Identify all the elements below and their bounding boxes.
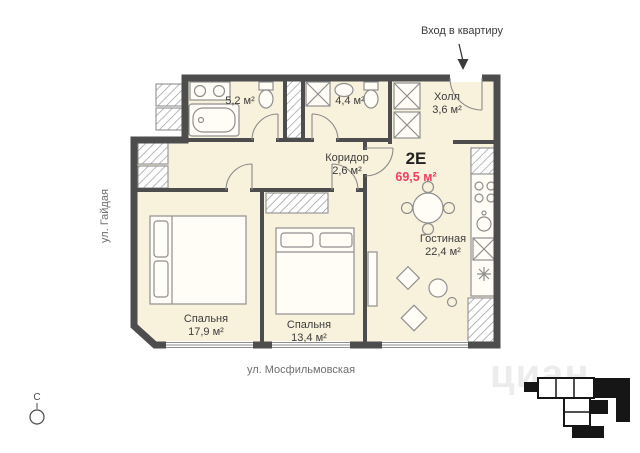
- entrance-opening: [450, 74, 482, 82]
- street-label-bottom: ул. Мосфильмовская: [247, 364, 355, 376]
- fridge-icon: [470, 147, 498, 175]
- bed-icon-bedroom-1: [149, 215, 247, 305]
- bathtub-icon: [188, 103, 240, 137]
- bathroom-large-area-label: 5,2 м²: [225, 95, 255, 107]
- lounge-armchairs-icon: [395, 265, 458, 332]
- compass-icon: С: [29, 392, 45, 425]
- building-site-icon: [524, 377, 630, 438]
- exterior-walls: [130, 74, 501, 349]
- kitchen-sink-icon: [476, 210, 492, 232]
- bathroom-small-fixtures: [305, 81, 379, 109]
- living-name-label: Гостиная: [420, 233, 466, 245]
- washing-machine-icons: [393, 82, 421, 139]
- street-label-left: ул. Гайдая: [99, 189, 111, 243]
- double-sink-icon: [189, 81, 231, 101]
- interior-walls: [132, 76, 499, 347]
- entrance-arrow-icon: [457, 43, 469, 70]
- toilet-icon: [363, 81, 379, 109]
- corridor-area-label: 2,6 м²: [332, 165, 362, 177]
- entrance-label: Вход в квартиру: [421, 25, 504, 37]
- apartment-type-label: 2Е: [406, 149, 427, 168]
- wardrobe-icon-bedroom-2: [265, 192, 329, 214]
- bedroom-1-name-label: Спальня: [184, 313, 228, 325]
- compass-north-label: С: [33, 392, 40, 403]
- bedroom-2-area-label: 13,4 м²: [291, 332, 327, 344]
- windows: [166, 341, 468, 349]
- toilet-icon: [258, 81, 274, 109]
- sink-icon: [334, 82, 354, 98]
- dining-table-icon: [400, 180, 456, 236]
- bedroom-1-area-label: 17,9 м²: [188, 326, 224, 338]
- apartment-total-area-label: 69,5 м²: [395, 170, 436, 184]
- vent-asterisk-icon: [477, 267, 491, 281]
- bathroom-small-area-label: 4,4 м²: [335, 95, 365, 107]
- bed-icon-bedroom-2: [275, 227, 355, 315]
- hall-name-label: Холл: [434, 91, 460, 103]
- living-area-label: 22,4 м²: [425, 246, 461, 258]
- bathroom-large-fixtures: [188, 81, 274, 137]
- shower-icon: [305, 81, 331, 107]
- tv-console-icon: [367, 251, 378, 307]
- wardrobe-icon: [467, 297, 498, 343]
- door-arcs: [225, 113, 394, 191]
- bedroom-2-name-label: Спальня: [287, 319, 331, 331]
- corridor-name-label: Коридор: [325, 152, 368, 164]
- kitchen-counter: [470, 147, 498, 297]
- entrance-door-arc: [449, 77, 483, 111]
- hall-area-label: 3,6 м²: [432, 104, 462, 116]
